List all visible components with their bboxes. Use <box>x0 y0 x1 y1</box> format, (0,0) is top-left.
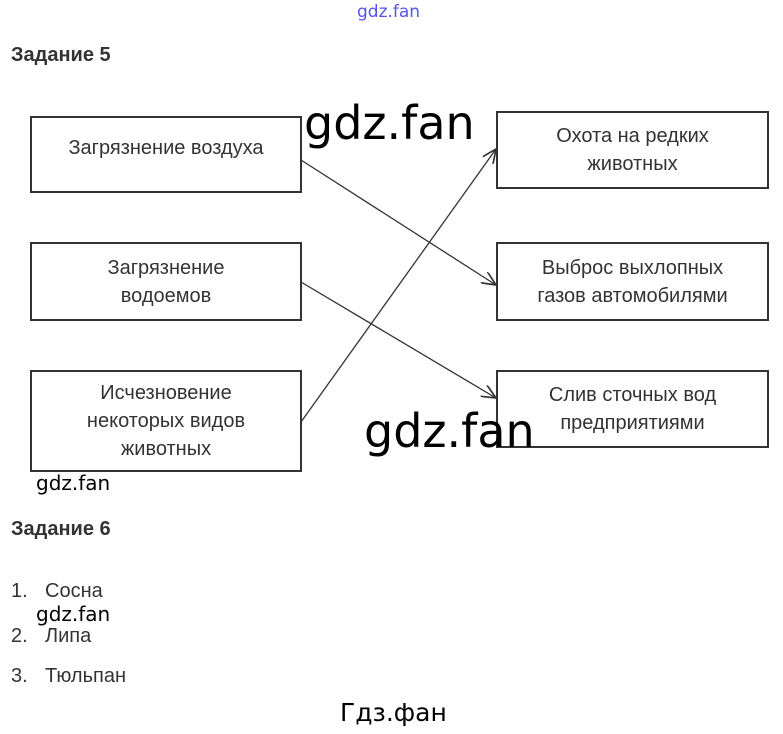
list-number: 2. <box>11 625 28 647</box>
list-item: 1. Сосна <box>11 580 103 603</box>
right-box-sewage: Слив сточных вод предприятиями <box>496 370 769 448</box>
watermark-small-1: gdz.fan <box>36 471 111 495</box>
left-box-extinction: Исчезновение некоторых видов животных <box>30 370 302 472</box>
watermark-big-1: gdz.fan <box>304 96 475 150</box>
watermark-big-2: gdz.fan <box>364 404 535 458</box>
list-number: 3. <box>11 665 28 687</box>
arrow-air-to-exhaust <box>300 159 496 285</box>
watermark-small-2: gdz.fan <box>36 602 111 626</box>
watermark-top: gdz.fan <box>357 2 421 22</box>
box-label: Выброс выхлопных газов автомобилями <box>537 256 728 307</box>
box-label: Слив сточных вод предприятиями <box>548 384 717 434</box>
list-number: 1. <box>11 580 28 602</box>
list-text: Липа <box>45 625 92 647</box>
arrow-extinction-to-hunting <box>300 149 496 423</box>
right-box-hunting: Охота на редких животных <box>496 111 769 189</box>
watermark-bottom: Гдз.фан <box>340 698 447 727</box>
box-label: Загрязнение воздуха <box>68 137 264 159</box>
left-box-air-pollution: Загрязнение воздуха <box>30 116 302 193</box>
task6-title: Задание 6 <box>11 518 111 540</box>
box-label: Исчезновение некоторых видов животных <box>86 382 246 460</box>
list-item: 2. Липа <box>11 625 91 648</box>
box-label: Охота на редких животных <box>556 125 709 175</box>
box-label: Загрязнение водоемов <box>107 256 225 307</box>
right-box-exhaust: Выброс выхлопных газов автомобилями <box>496 242 769 321</box>
arrow-water-to-sewage <box>300 281 496 398</box>
task5-title: Задание 5 <box>11 44 111 66</box>
left-box-water-pollution: Загрязнение водоемов <box>30 242 302 321</box>
list-item: 3. Тюльпан <box>11 665 126 688</box>
list-text: Сосна <box>45 580 103 602</box>
list-text: Тюльпан <box>45 665 126 687</box>
